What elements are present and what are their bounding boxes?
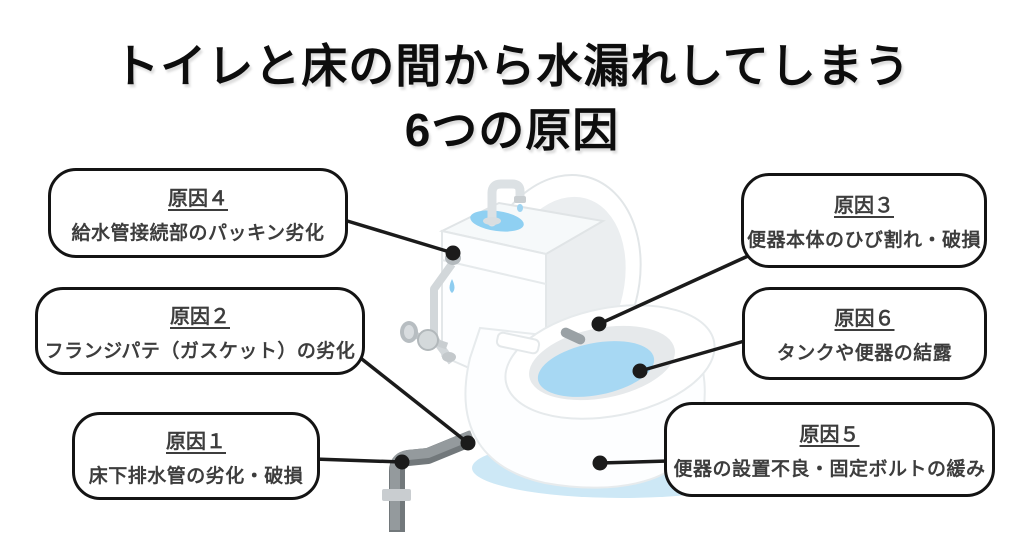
callout-cause1-description: 床下排水管の劣化・破損 [88,465,304,487]
connector-dot-cause3 [591,316,607,332]
connector-dot-cause2 [460,435,476,451]
callout-cause5-description: 便器の設置不良・固定ボルトの緩み [673,459,986,480]
connector-line-cause3 [598,254,749,326]
callout-cause4-label: 原因４ [168,187,228,210]
connector-dot-cause5 [592,455,608,471]
callout-cause3-description: 便器本体のひび割れ・破損 [746,230,981,251]
callout-cause2-label: 原因２ [170,305,230,328]
callout-cause2: 原因２ フランジパテ（ガスケット）の劣化 [35,287,365,375]
callout-cause4-description: 給水管接続部のパッキン劣化 [71,222,325,244]
page-title-line1: トイレと床の間から水漏れしてしまう [113,40,911,92]
connector-dot-cause6 [632,363,648,379]
callout-cause3: 原因３ 便器本体のひび割れ・破損 [741,173,987,268]
page-title: トイレと床の間から水漏れしてしまう 6つの原因 [0,34,1024,162]
connector-dot-cause1 [394,454,410,470]
callout-cause6-description: タンクや便器の結露 [776,343,953,364]
connector-dot-cause4 [445,245,461,261]
connector-line-cause6 [639,338,749,373]
callout-cause5-label: 原因５ [799,424,860,446]
connector-line-cause4 [343,218,454,255]
connector-lines [313,218,749,465]
connector-line-cause5 [599,459,669,465]
callout-cause1: 原因１ 床下排水管の劣化・破損 [72,412,320,500]
drain-pipe [382,430,476,532]
connector-line-cause2 [356,354,470,445]
callout-cause4: 原因４ 給水管接続部のパッキン劣化 [48,168,348,258]
faucet-icon [483,179,526,227]
leak-drop-icon [449,279,455,293]
nozzle-icon [560,327,586,345]
connector-dots [394,245,648,471]
seat-hinge [495,331,541,355]
connector-line-cause1 [313,457,403,464]
callout-cause6: 原因６ タンクや便器の結露 [742,287,987,380]
callout-cause5: 原因５ 便器の設置不良・固定ボルトの緩み [664,402,995,497]
callout-cause2-description: フランジパテ（ガスケット）の劣化 [44,340,356,362]
callout-cause6-label: 原因６ [834,308,895,330]
bowl-water [537,341,655,397]
callout-cause3-label: 原因３ [834,195,894,217]
callout-cause1-label: 原因１ [166,430,226,453]
page-title-line2: 6つの原因 [404,104,620,156]
